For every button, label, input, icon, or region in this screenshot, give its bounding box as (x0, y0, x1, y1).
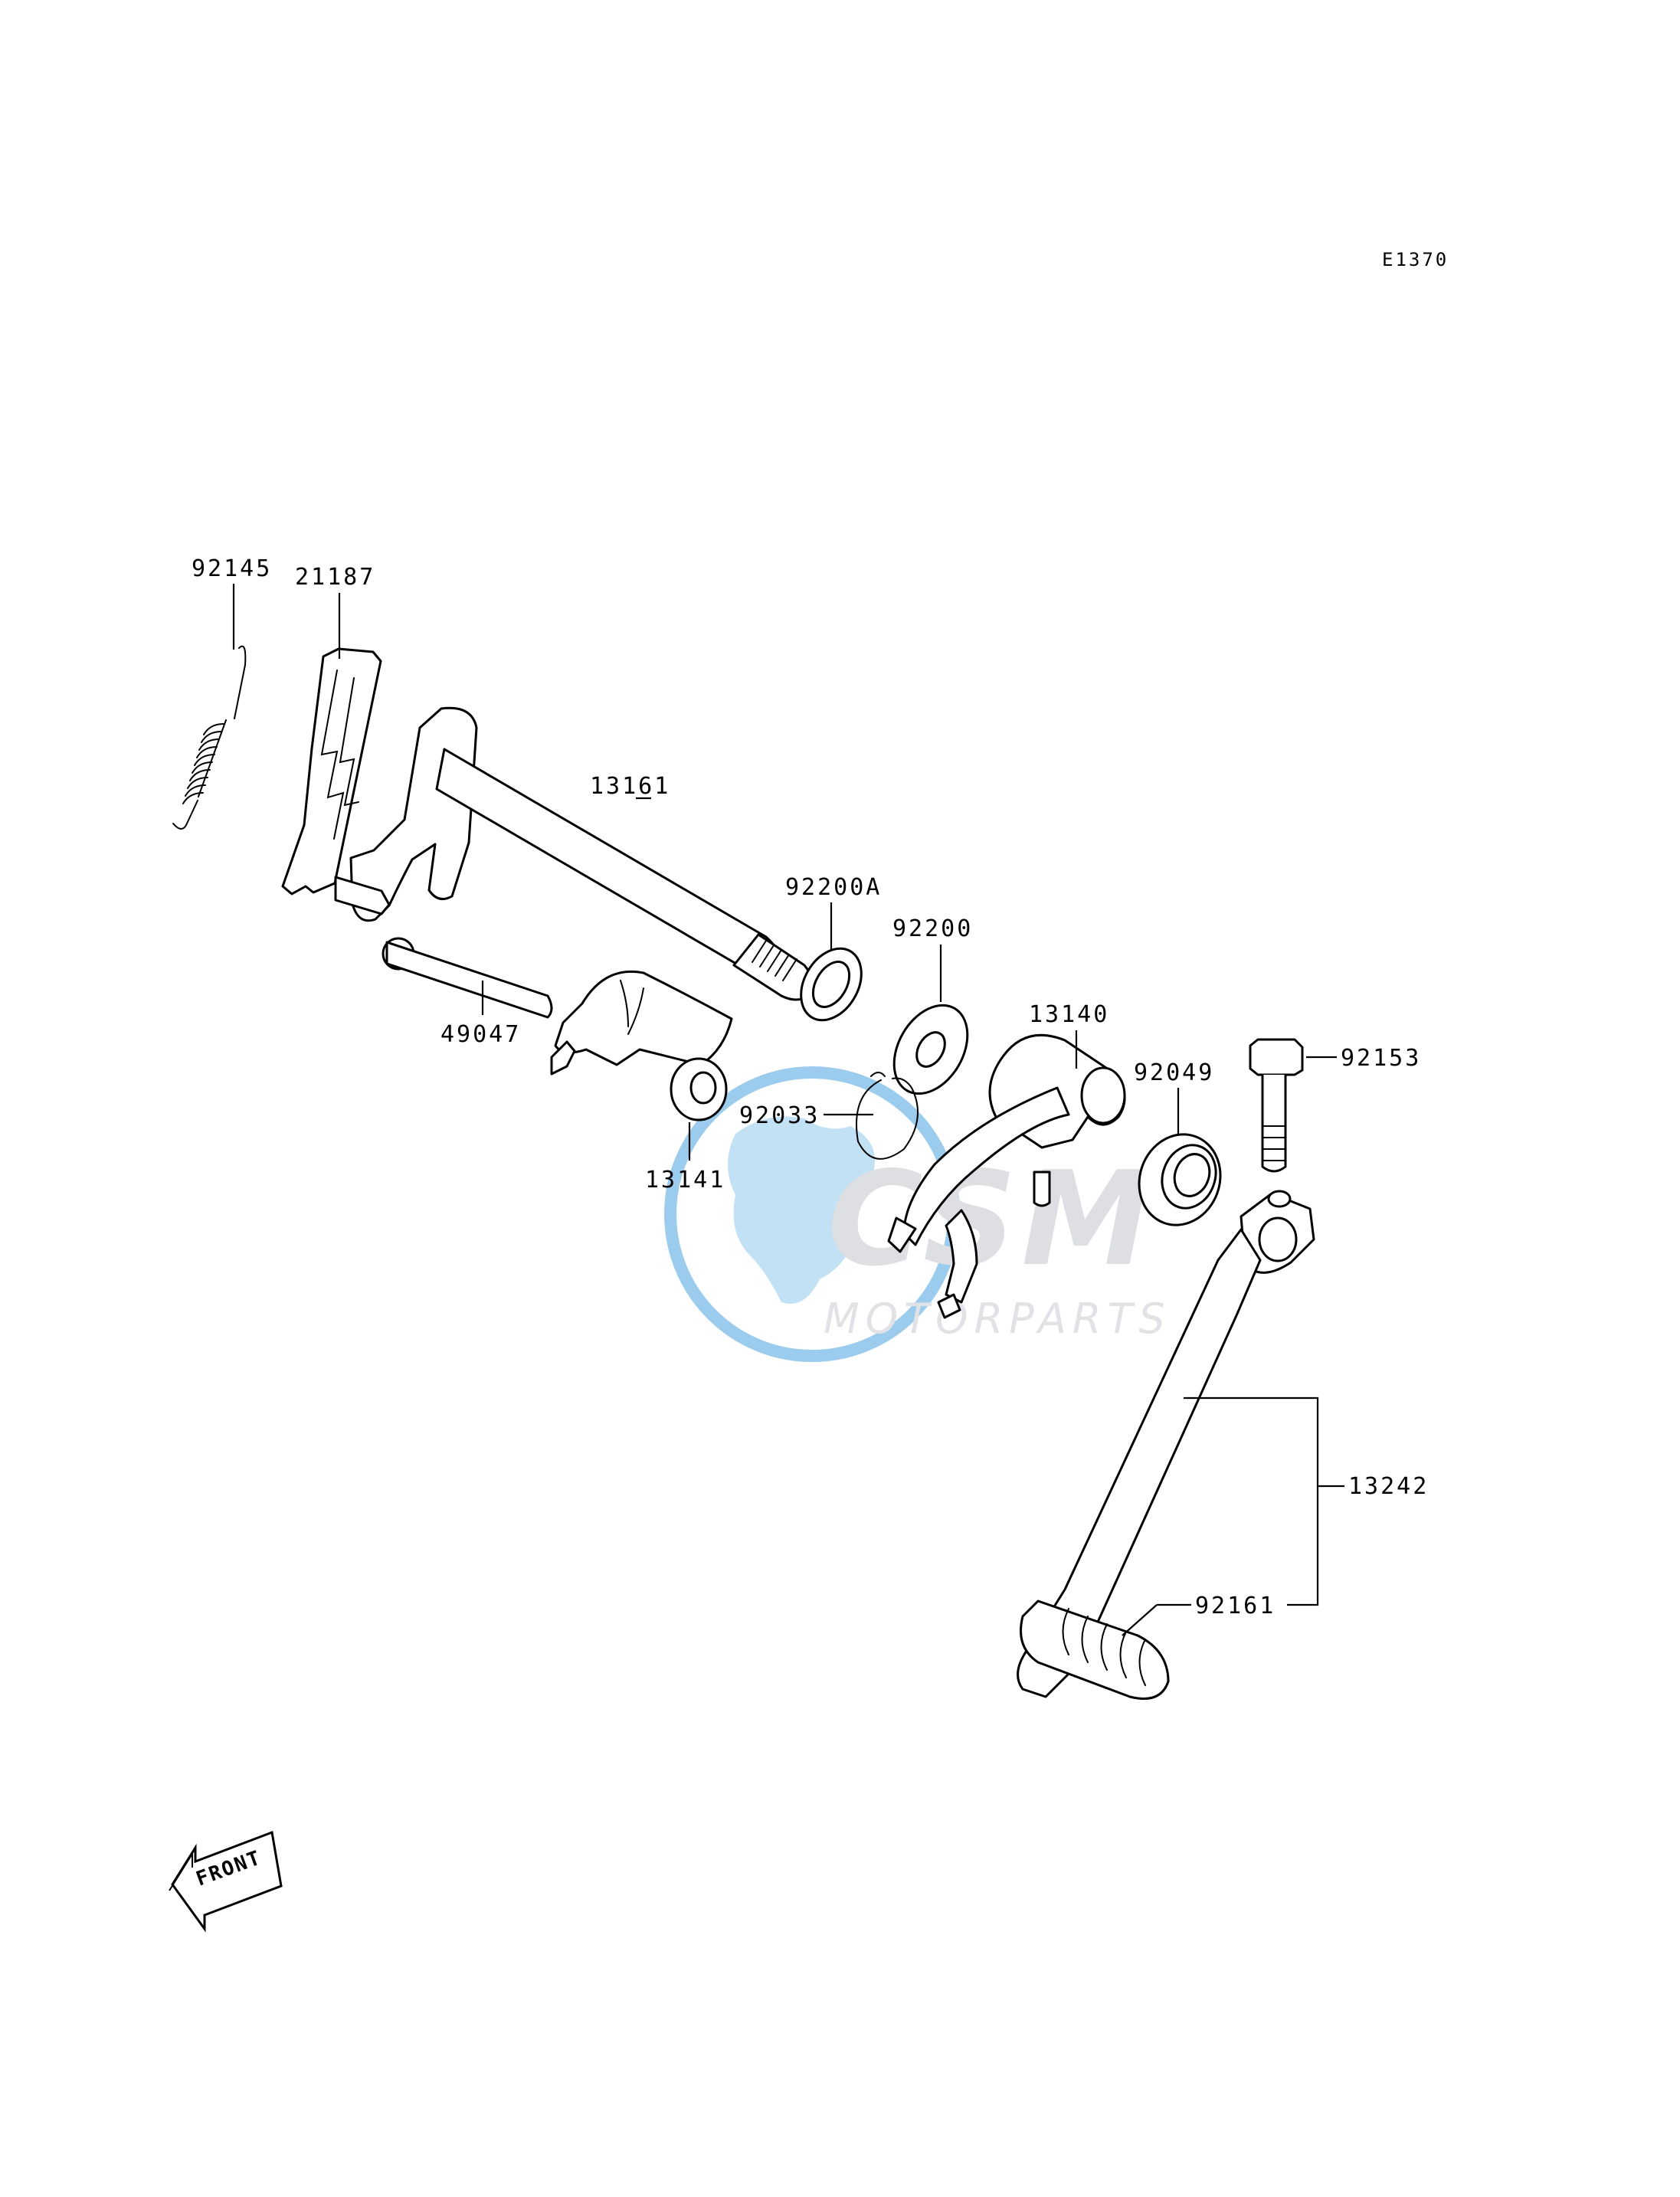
part-label-13242: 13242 (1348, 1473, 1429, 1500)
part-label-92200: 92200 (892, 915, 973, 942)
part-label-21187: 21187 (295, 564, 375, 591)
washer-92200a-drawing (800, 947, 863, 1022)
part-label-13161: 13161 (590, 773, 670, 800)
diagram-ref-label: E1370 (1382, 249, 1449, 270)
shift-shaft-13161-drawing (334, 706, 814, 1019)
part-label-92049: 92049 (1134, 1059, 1214, 1086)
part-label-92145: 92145 (192, 555, 272, 582)
plate-21187-drawing (281, 647, 382, 895)
bolt-92153-drawing (1249, 1038, 1304, 1173)
part-label-92200a: 92200A (785, 874, 882, 901)
oil-seal-92049-drawing (1138, 1133, 1222, 1226)
part-label-92153: 92153 (1341, 1045, 1421, 1072)
shift-lever-arm-13140-drawing (887, 1033, 1126, 1319)
shift-pedal-13242-drawing (1017, 1190, 1315, 1700)
part-label-13141: 13141 (645, 1167, 725, 1193)
spring-92145-drawing (172, 645, 247, 830)
part-label-92161: 92161 (1195, 1593, 1276, 1619)
washer-92200-drawing (892, 1004, 969, 1095)
watermark-text: MOTORPARTS (824, 1295, 1171, 1343)
collar-13141-drawing (550, 970, 733, 1121)
front-arrow-icon: FRONT (169, 1830, 283, 1933)
part-label-49047: 49047 (440, 1021, 521, 1048)
watermark-logo: CSM (827, 1144, 1155, 1295)
part-label-13140: 13140 (1029, 1001, 1109, 1028)
watermark-continents-icon (728, 1116, 875, 1304)
watermark: CSM MOTORPARTS (664, 1066, 1171, 1362)
part-label-92033: 92033 (739, 1102, 820, 1129)
watermark-globe-icon (664, 1066, 960, 1362)
